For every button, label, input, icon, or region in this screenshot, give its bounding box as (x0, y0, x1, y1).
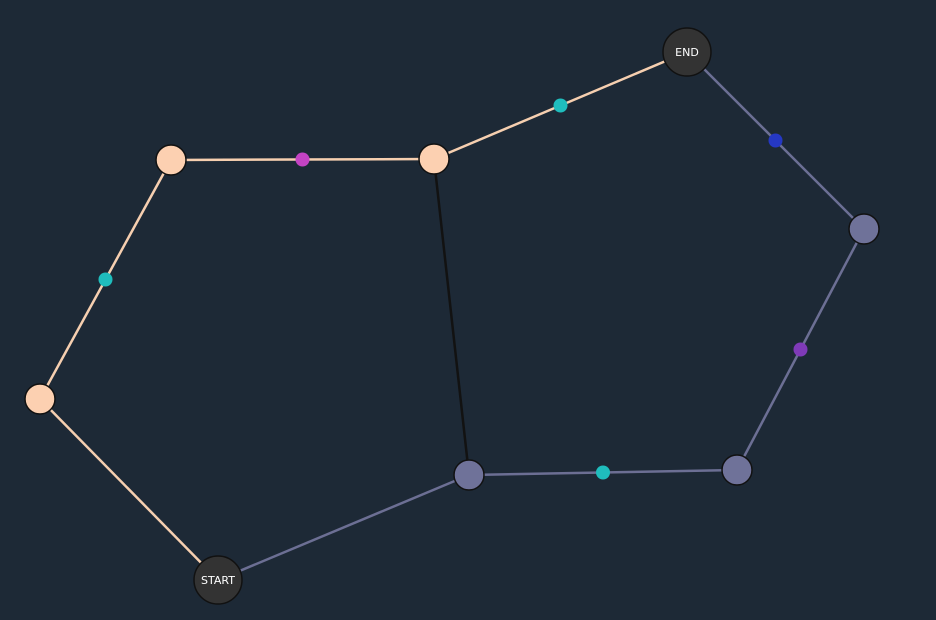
node-slate-c (453, 459, 485, 491)
edges-layer (38, 50, 866, 582)
edge-start-peach-a (39, 398, 219, 581)
edge-marker-slate-b-slate-c (596, 465, 610, 480)
edge-peach-c-slate-c (432, 158, 471, 476)
edge-marker-peach-b-peach-c (295, 152, 310, 167)
node-peach-b (155, 144, 187, 176)
nodes-layer (24, 27, 880, 605)
edge-marker-slate-a-slate-b (793, 342, 808, 357)
edge-marker-end-slate-a (768, 133, 783, 148)
edge-marker-peach-c-end (553, 98, 568, 113)
node-end (662, 27, 712, 77)
end-node-label: END (675, 46, 699, 59)
node-peach-a (24, 383, 56, 415)
edge-markers-layer (98, 98, 808, 480)
node-start (193, 555, 243, 605)
edge-marker-peach-a-peach-b (98, 272, 113, 287)
start-node-label: START (201, 574, 235, 587)
node-slate-a (848, 213, 880, 245)
node-peach-c (418, 143, 450, 175)
node-slate-b (721, 454, 753, 486)
edge-slate-c-start (217, 473, 470, 582)
